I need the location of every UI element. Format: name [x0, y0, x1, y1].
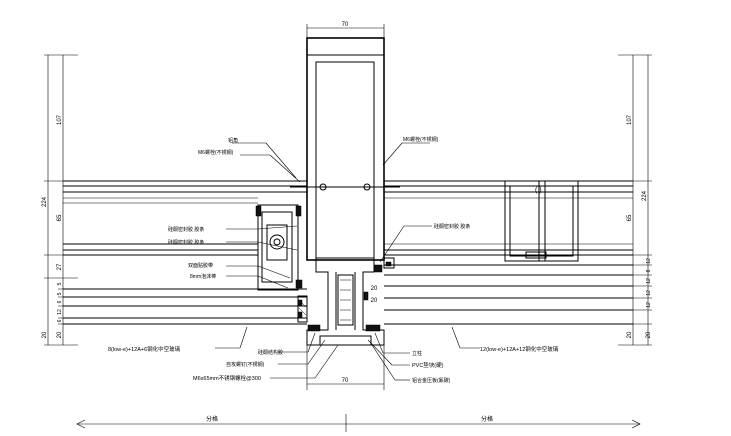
dim-right-chain-6b: 20	[627, 331, 633, 338]
right-dimension-chain: 107 224 65 12 8 12 12 12 20 20	[618, 54, 652, 346]
dim-left-chain-7: 20	[57, 331, 63, 338]
dim-mullion-top: 70	[342, 22, 349, 28]
dim-overall-right: 分格	[481, 415, 493, 423]
dim-right-upper: 107	[627, 114, 633, 125]
right-window-mark: ( )	[535, 187, 542, 194]
aluminum-mullion	[290, 37, 400, 346]
label-bottom-6: 铝合金压板(氟碳)	[412, 377, 451, 384]
label-bottom-2: 自攻螺钉(不锈钢)	[226, 361, 265, 368]
left-dimension-chain: 224 107 65 27 5 5 6 12 6 20 20	[42, 54, 78, 346]
dim-right-chain-3: 12	[646, 278, 652, 284]
dim-left-mid: 65	[57, 214, 63, 221]
label-top-left-2: M6螺栓(不锈钢)	[198, 149, 234, 156]
dim-left-chain-2: 5	[57, 282, 63, 285]
label-bottom-1: 硅酮结构胶	[258, 349, 283, 356]
label-bottom-5: PVC垫块(硬)	[412, 361, 444, 369]
dim-right-mid: 65	[627, 214, 633, 221]
dim-left-chain-4: 6	[57, 300, 63, 303]
mullion-bottom-dimension: 70 20 20	[306, 286, 385, 390]
left-glazing-panel	[63, 180, 321, 332]
dim-mullion-bottom: 70	[342, 378, 349, 384]
label-glass-left: 8(low-e)+12A+6钢化中空玻璃	[108, 345, 181, 353]
label-right-a: 硅酮密封胶 胶条	[434, 223, 470, 230]
label-left-d: 8mm泡沫棒	[190, 273, 216, 280]
label-left-c: 双面贴胶带	[188, 262, 213, 269]
dim-left-total: 224	[42, 196, 48, 207]
mullion-top-dimension: 70	[306, 22, 385, 38]
dim-right-chain-4: 12	[646, 290, 652, 296]
label-top-left-1: 铝角	[228, 137, 238, 144]
right-glazing-panel: ( )	[363, 180, 633, 332]
dim-right-total: 224	[642, 190, 648, 201]
dim-overall-left: 分格	[206, 415, 218, 423]
label-left-a: 硅酮密封胶 胶条	[168, 226, 204, 233]
annotation-labels: 铝角 M6螺栓(不锈钢) M6螺栓(不锈钢) 硅酮密封胶 胶条 硅酮密封胶 胶条…	[108, 136, 559, 384]
dim-left-upper: 107	[57, 114, 63, 125]
dim-right-chain-2: 8	[646, 269, 652, 272]
dim-right-chain-5: 12	[646, 302, 652, 308]
annotation-leaders	[215, 142, 480, 381]
dim-left-chain-5: 12	[57, 309, 63, 315]
dim-center-20-right: 20	[371, 298, 378, 304]
dim-center-20-left: 20	[371, 286, 378, 292]
label-glass-right: 12(low-e)+12A+12钢化中空玻璃	[480, 345, 559, 353]
label-left-b: 硅酮密封胶 胶条	[168, 239, 204, 246]
dim-left-chain-6: 6	[57, 319, 63, 322]
dim-left-chain-3: 5	[57, 292, 63, 295]
label-bottom-4: 立柱	[412, 350, 422, 357]
dim-right-chain-1: 12	[646, 258, 652, 264]
label-bottom-3: M6x65mm不锈钢螺栓@300	[193, 374, 261, 382]
overall-dimension: 分格 分格	[76, 414, 641, 432]
label-top-right-1: M6螺栓(不锈钢)	[403, 136, 439, 143]
dim-right-chain-6: 20	[646, 331, 652, 338]
dim-left-chain-7b: 20	[42, 331, 48, 338]
dim-left-chain-1: 27	[57, 263, 63, 270]
